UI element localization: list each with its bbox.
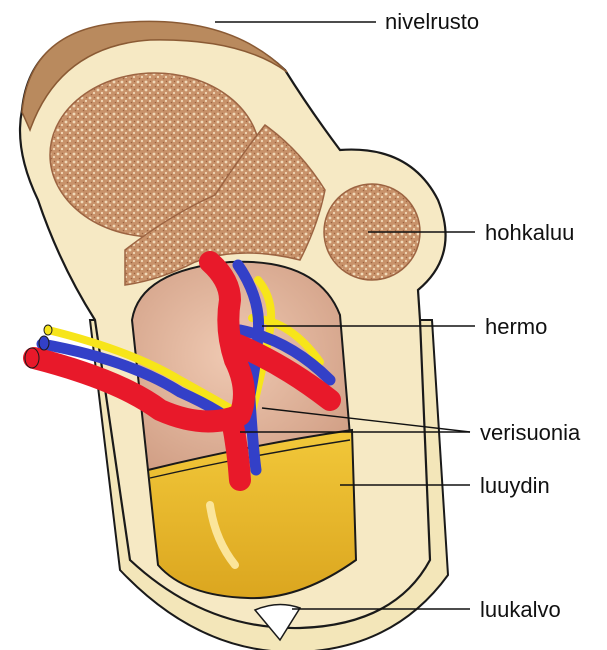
artery-opening bbox=[25, 348, 39, 368]
label-luukalvo: luukalvo bbox=[480, 597, 561, 622]
label-hermo: hermo bbox=[485, 314, 547, 339]
label-hohkaluu: hohkaluu bbox=[485, 220, 574, 245]
label-verisuonia: verisuonia bbox=[480, 420, 581, 445]
nerve-opening bbox=[44, 325, 52, 335]
label-nivelrusto: nivelrusto bbox=[385, 9, 479, 34]
vein-opening bbox=[39, 336, 49, 350]
label-luuydin: luuydin bbox=[480, 473, 550, 498]
